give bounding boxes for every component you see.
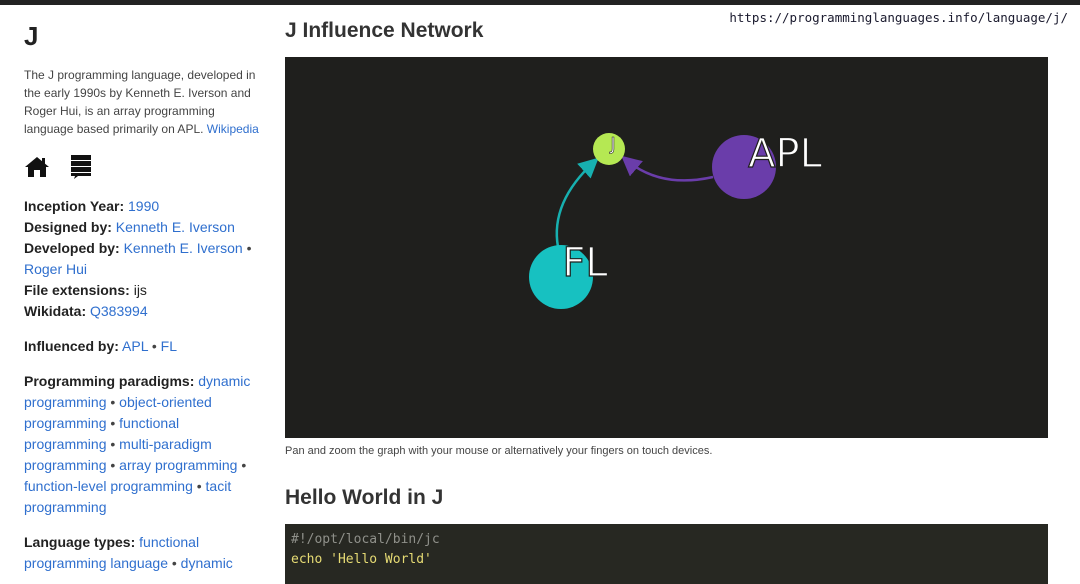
inception-year-link[interactable]: 1990 — [128, 198, 160, 214]
graph-canvas[interactable]: FL APL J — [285, 57, 1048, 438]
language-description: The J programming language, developed in… — [24, 66, 264, 138]
wikipedia-link[interactable]: Wikipedia — [206, 122, 259, 136]
designed-row: Designed by: Kenneth E. Iverson — [24, 217, 264, 238]
influence-network-heading: J Influence Network — [285, 19, 484, 42]
top-bar — [0, 0, 1080, 5]
developer-link[interactable]: Kenneth E. Iverson — [123, 240, 243, 256]
influence-link-fl[interactable]: FL — [160, 338, 178, 354]
designer-link[interactable]: Kenneth E. Iverson — [115, 219, 235, 235]
paradigms-label: Programming paradigms: — [24, 373, 195, 389]
influenced-by: Influenced by: APL • FL — [24, 336, 264, 357]
graph-node-apl[interactable] — [712, 135, 776, 199]
wikidata-link[interactable]: Q383994 — [90, 303, 148, 319]
separator: • — [246, 240, 252, 256]
graph-node-label-fl: FL — [562, 240, 608, 286]
graph-edge-apl-j — [621, 155, 714, 182]
separator: • — [151, 338, 157, 354]
document-stack-icon[interactable] — [70, 154, 92, 180]
code-line: echo 'Hello World' — [291, 552, 432, 567]
wikidata-row: Wikidata: Q383994 — [24, 301, 264, 322]
paradigm-link[interactable]: multi-paradigm programming — [24, 436, 212, 473]
extensions-row: File extensions: ijs — [24, 280, 264, 301]
paradigm-link[interactable]: object-oriented programming — [24, 394, 212, 431]
extensions-value: ijs — [133, 282, 147, 298]
graph-edge-fl-j — [555, 157, 599, 248]
type-link[interactable]: functional programming language — [24, 534, 200, 571]
types-label: Language types: — [24, 534, 136, 550]
paradigm-link[interactable]: function-level programming — [24, 478, 193, 494]
graph-node-j[interactable] — [593, 133, 625, 165]
code-block[interactable]: #!/opt/local/bin/jc echo 'Hello World' — [285, 524, 1048, 584]
influence-link-apl[interactable]: APL — [122, 338, 148, 354]
type-link[interactable]: dynamic — [180, 555, 233, 571]
separator: • — [196, 478, 202, 494]
developed-label: Developed by: — [24, 240, 120, 256]
separator: • — [110, 457, 116, 473]
code-line: #!/opt/local/bin/jc — [291, 532, 440, 547]
inception-row: Inception Year: 1990 — [24, 196, 264, 217]
designed-label: Designed by: — [24, 219, 112, 235]
paradigm-link[interactable]: array programming — [119, 457, 238, 473]
graph-node-fl[interactable] — [529, 245, 593, 309]
paradigm-link[interactable]: functional programming — [24, 415, 180, 452]
separator: • — [241, 457, 247, 473]
separator: • — [110, 436, 116, 452]
graph-caption: Pan and zoom the graph with your mouse o… — [285, 445, 713, 457]
influenced-by-label: Influenced by: — [24, 338, 119, 354]
influence-network-graph[interactable]: FL APL J — [285, 57, 1048, 438]
language-facts: Inception Year: 1990 Designed by: Kennet… — [24, 196, 264, 322]
separator: • — [110, 394, 116, 410]
wikidata-label: Wikidata: — [24, 303, 87, 319]
language-types: Language types: functional programming l… — [24, 532, 264, 574]
inception-label: Inception Year: — [24, 198, 125, 214]
page-url: https://programminglanguages.info/langua… — [727, 10, 1070, 25]
separator: • — [171, 555, 177, 571]
paradigm-link[interactable]: tacit programming — [24, 478, 232, 515]
home-icon[interactable] — [24, 156, 50, 178]
description-text: The J programming language, developed in… — [24, 68, 256, 136]
developer-link[interactable]: Roger Hui — [24, 261, 88, 277]
graph-node-label-apl: APL — [748, 131, 822, 177]
paradigm-link[interactable]: dynamic programming — [24, 373, 251, 410]
programming-paradigms: Programming paradigms: dynamic programmi… — [24, 371, 264, 518]
extensions-label: File extensions: — [24, 282, 130, 298]
hello-world-heading: Hello World in J — [285, 486, 444, 509]
separator: • — [110, 415, 116, 431]
page-title: J — [24, 21, 39, 51]
developed-row: Developed by: Kenneth E. Iverson • Roger… — [24, 238, 264, 280]
graph-node-label-j: J — [609, 134, 615, 155]
sidebar: J The J programming language, developed … — [24, 20, 264, 574]
sidebar-icons — [24, 152, 264, 182]
